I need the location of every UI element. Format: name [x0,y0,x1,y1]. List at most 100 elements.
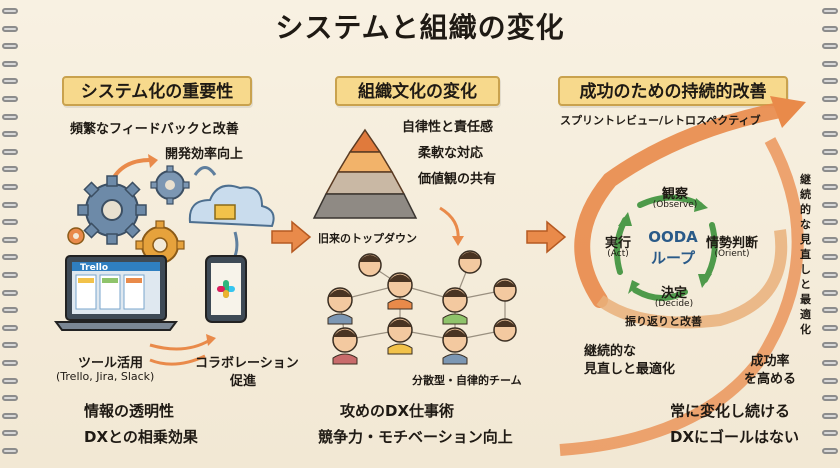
binding-ring [2,395,18,402]
competitiveness-label: 競争力・モチベーション向上 [318,428,513,446]
binding-ring [822,60,838,67]
phone-icon [205,255,247,323]
binding-ring [2,219,18,226]
always-changing-label: 常に変化し続ける [670,402,791,420]
binding-ring [2,254,18,261]
binding-ring [2,201,18,208]
autonomy-label: 自律性と責任感 [402,120,494,135]
binding-ring [822,430,838,437]
binding-ring [822,272,838,278]
section-header-improvement: 成功のための持続的改善 [558,76,788,106]
act-en-label: (Act) [607,249,629,259]
gear-icon-large [77,175,147,245]
binding-ring [2,307,18,314]
tools-list: (Trello, Jira, Slack) [56,370,155,383]
binding-ring [822,360,838,366]
sprint-review-label: スプリントレビュー/レトロスペクティブ [560,114,761,127]
laptop-icon [54,255,178,331]
binding-ring [822,148,838,155]
efficiency-label: 開発効率向上 [165,147,244,162]
spiral-binding-left [0,0,18,468]
binding-ring [2,78,18,85]
binding-ring [822,201,838,208]
binding-ring [2,25,18,32]
binding-ring [2,96,18,102]
optimization-label: 見直しと最適化 [584,362,676,377]
section-header-culture: 組織文化の変化 [335,76,500,106]
gear-icon-tiny [67,227,85,245]
arrow-right-icon [271,220,312,254]
orient-label: 情勢判断 [705,236,758,251]
binding-ring [2,430,18,437]
binding-ring [2,113,18,120]
feedback-label: 頻繁なフィードバックと改善 [70,122,239,137]
binding-ring [2,324,18,331]
page-title: システムと組織の変化 [250,8,590,48]
ooda-loop-label: ループ [650,249,696,267]
shared-values-label: 価値観の共有 [418,172,497,187]
binding-ring [2,60,18,67]
increase-label: を高める [743,372,796,387]
binding-ring [2,377,18,384]
binding-ring [2,360,18,366]
pyramid-icon [312,128,418,219]
binding-ring [822,324,838,331]
flexibility-label: 柔軟な対応 [418,146,484,161]
arrow-right-icon-2 [526,220,567,254]
binding-ring [2,184,18,190]
binding-ring [2,166,18,173]
binding-ring [2,448,18,454]
observe-label: 観察 [661,187,688,202]
spiral-binding-right [822,0,840,468]
vertical-optimization-label: 継続的な見直しと最適化 [800,173,811,336]
binding-ring [822,96,838,102]
trello-app-label: Trello [80,263,109,273]
binding-ring [822,131,838,138]
binding-ring [822,113,838,120]
section-header-system: システム化の重要性 [62,76,252,106]
binding-ring [822,395,838,402]
observe-en-label: (Observe) [652,200,698,210]
reflect-label: 振り返りと改善 [625,315,702,328]
binding-ring [2,236,18,243]
binding-ring [822,166,838,173]
binding-ring [2,131,18,138]
binding-ring [2,272,18,278]
ooda-title: OODA [648,228,698,246]
binding-ring [2,43,18,50]
act-label: 実行 [604,236,631,251]
binding-ring [2,8,18,14]
binding-ring [2,289,18,296]
binding-ring [822,377,838,384]
dx-synergy-label: DXとの相乗効果 [84,428,198,446]
gear-icon-small [150,165,190,205]
binding-ring [822,25,838,32]
orient-en-label: (Orient) [714,249,750,259]
binding-ring [822,219,838,226]
distributed-team-label: 分散型・自律的チーム [412,374,522,387]
binding-ring [822,254,838,261]
binding-ring [822,289,838,296]
binding-ring [2,148,18,155]
binding-ring [822,78,838,85]
transparency-label: 情報の透明性 [84,402,175,420]
decide-en-label: (Decide) [654,299,694,309]
continuous-label: 継続的な [584,344,637,359]
tools-label: ツール活用 [78,356,144,371]
binding-ring [822,236,838,243]
no-goal-label: DXにゴールはない [670,428,800,446]
success-rate-label: 成功率 [750,354,790,369]
binding-ring [822,8,838,14]
binding-ring [822,448,838,454]
offensive-dx-label: 攻めのDX仕事術 [340,402,455,420]
cloud-icon [188,184,275,228]
binding-ring [2,412,18,419]
collab-label: コラボレーション [195,356,299,371]
binding-ring [822,412,838,419]
decide-label: 決定 [660,286,687,301]
collab-label-2: 促進 [230,374,257,389]
